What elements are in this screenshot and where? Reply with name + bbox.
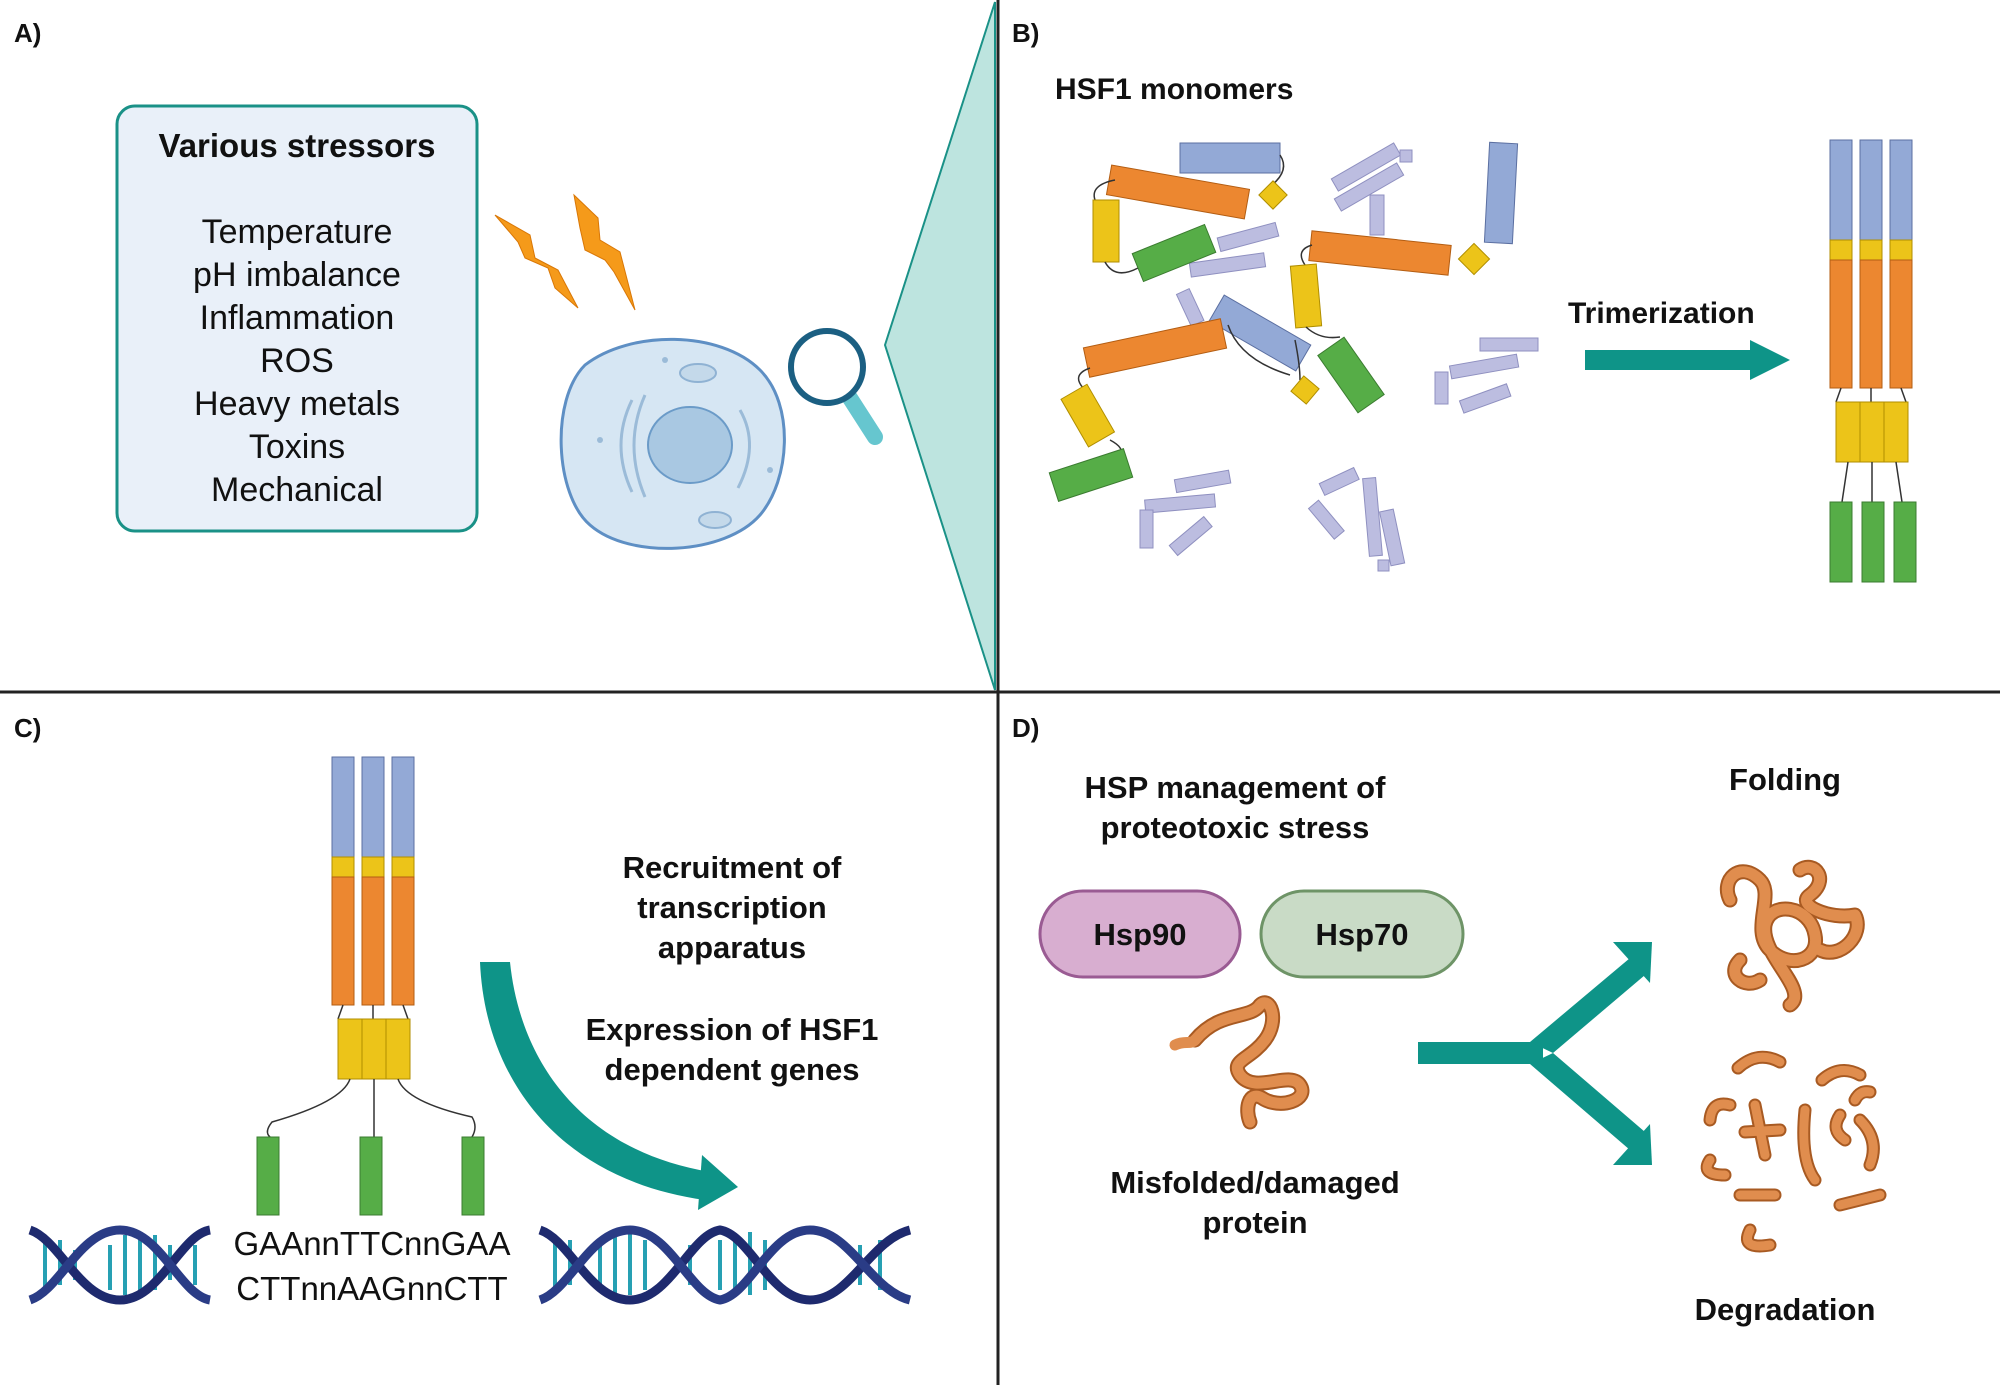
panel-c-label: C) [14,713,41,743]
stressor-item: Inflammation [200,299,395,337]
stressor-item: Mechanical [211,471,383,509]
zoom-wedge [883,1,996,691]
dna-sequence-bottom: CTTnnAAGnnCTT [236,1270,507,1307]
stressor-item: Temperature [202,213,393,251]
panel-b-label: B) [1012,18,1039,48]
misfolded-line-2: protein [1202,1205,1307,1240]
expression-line-2: dependent genes [605,1052,860,1087]
panel-d-label: D) [1012,713,1039,743]
magnifier-icon [788,328,883,445]
lavender-monomers [1139,142,1539,572]
branching-arrow [1418,942,1652,1165]
monomers-title: HSF1 monomers [1055,73,1293,106]
hsp70-pill [1259,889,1465,979]
recruitment-arrow [480,962,738,1210]
stressor-item: pH imbalance [193,256,401,294]
hsp-title-line-2: proteotoxic stress [1101,810,1370,845]
hsp90-label: Hsp90 [1093,917,1186,952]
recruitment-line-2: transcription [637,890,826,925]
trimerization-label: Trimerization [1568,297,1755,330]
stressors-title: Various stressors [159,127,436,164]
expression-line-1: Expression of HSF1 [586,1012,879,1047]
hsf1-trimer-bound [256,756,485,1216]
misfolded-line-1: Misfolded/damaged [1110,1165,1399,1200]
panel-a: A) Various stressors Temperature pH imba… [14,1,996,691]
degraded-protein-icon [1700,1050,1887,1253]
recruitment-line-3: apparatus [658,930,806,965]
degradation-label: Degradation [1695,1292,1876,1327]
hsp-title-line-1: HSP management of [1085,770,1387,805]
stressor-item: Toxins [249,428,345,466]
folding-label: Folding [1729,762,1841,797]
dna-helix-icon [538,1225,912,1305]
panel-b: B) HSF1 monomers [1012,18,1917,583]
stressor-item: Heavy metals [194,385,400,423]
dna-sequence-top: GAAnnTTCnnGAA [234,1225,511,1262]
hsp90-pill [1038,889,1242,979]
hsf1-trimer [1829,139,1917,583]
trimerization-arrow [1585,340,1790,380]
hsf1-monomer [1048,294,1320,502]
stressors-list: Temperature pH imbalance Inflammation RO… [193,213,401,509]
panel-a-label: A) [14,18,41,48]
cell-icon [559,337,786,550]
lightning-icon [494,193,636,311]
stressors-box [115,104,479,533]
misfolded-protein-icon [1169,995,1310,1130]
dna-helix-icon [28,1225,212,1305]
hsf1-monomer [1092,142,1288,283]
hsf1-monomer [1289,141,1519,414]
panel-c: C) GAA [14,713,912,1307]
folded-protein-icon [1719,859,1865,1013]
stressor-item: ROS [260,342,334,380]
hsp70-label: Hsp70 [1315,917,1408,952]
recruitment-line-1: Recruitment of [623,850,842,885]
panel-d: D) HSP management of proteotoxic stress … [1012,713,1887,1327]
